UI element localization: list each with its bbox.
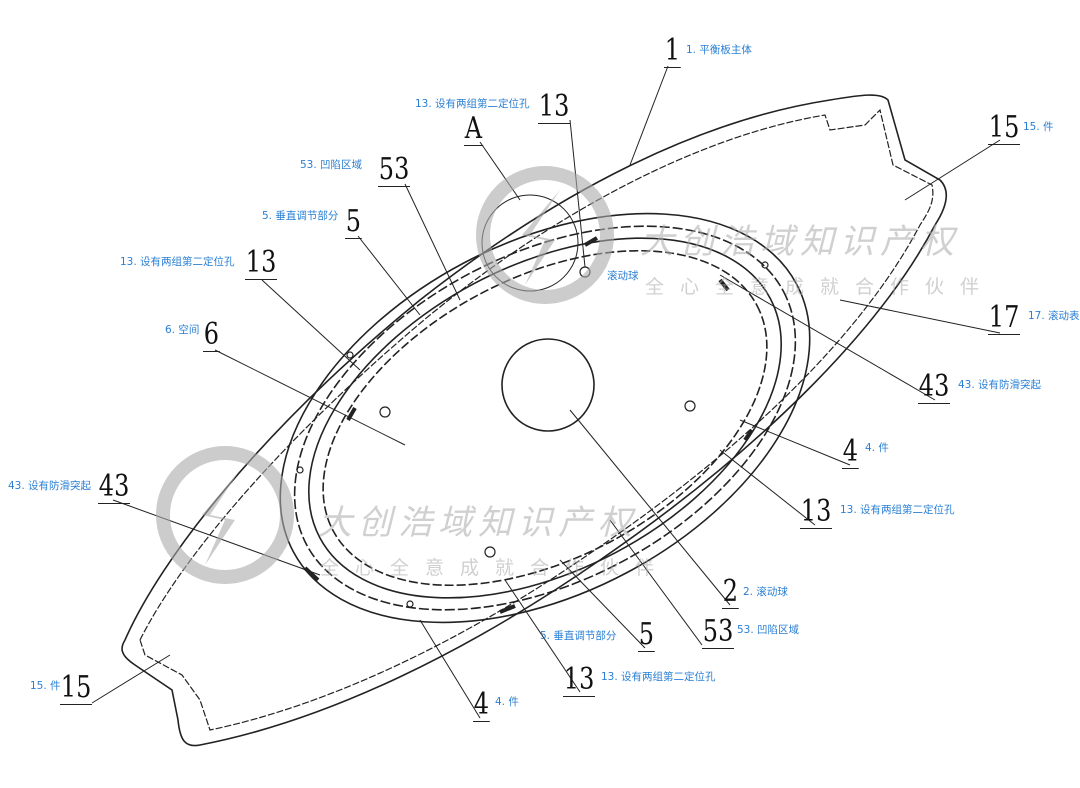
callout-label: 53. 凹陷区域 [300,159,363,171]
callout-label: 13. 设有两组第二定位孔 [415,98,530,110]
callout-label: 13. 设有两组第二定位孔 [601,671,716,683]
callout-label: 6. 空间 [165,324,200,336]
callout-letter-a: A [464,111,483,146]
callout-label: 1. 平衡板主体 [686,44,752,56]
callout-label: 5. 垂直调节部分 [540,630,617,642]
watermark-logo [156,166,614,584]
inner-ring [322,249,768,587]
ring-3 [308,237,782,599]
callout-number: 6 [203,317,220,352]
board-outer-outline [121,94,948,747]
callout-number: 13 [563,662,596,697]
callout-number: 4 [473,687,490,722]
rolling-ball [501,338,595,432]
callout-label: 43. 设有防滑突起 [8,480,92,492]
callout-label: 4. 件 [495,696,519,708]
callout-number: 13 [800,494,833,529]
callout-label: 4. 件 [865,442,889,454]
callout-label: 13. 设有两组第二定位孔 [120,256,235,268]
outer-ring [279,212,811,624]
callout-number: 5 [638,617,655,652]
callout-number: 17 [988,300,1021,335]
ring-2 [293,225,797,611]
callout-label: 2. 滚动球 [743,586,788,598]
callout-label: 17. 滚动表面 [1028,310,1080,322]
callout-number: 53 [378,152,411,187]
watermark-slogan: 全心全意成就合作伙伴 [645,276,996,298]
callout-label: 5. 垂直调节部分 [262,210,339,222]
callout-label: 15. 件 [30,680,61,692]
callout-number: 43 [98,469,131,504]
callout-label: 15. 件 [1023,121,1054,133]
callout-number: 43 [918,369,951,404]
watermark-title: 大创浩域知识产权 [318,503,638,543]
watermark-title: 大创浩域知识产权 [640,222,960,262]
watermark-slogan: 全心全意成就合作伙伴 [320,557,671,579]
callout-label: 滚动球 [607,270,639,282]
callout-number: 13 [538,89,571,124]
callout-number: 53 [702,614,735,649]
callout-number: 4 [842,434,859,469]
board-inner-outline [139,108,934,731]
callout-number: 13 [245,245,278,280]
callout-number: 1 [664,33,681,68]
callout-label: 43. 设有防滑突起 [958,379,1042,391]
callout-number: 5 [345,204,362,239]
callout-number: 15 [988,110,1021,145]
callout-number: 15 [60,670,93,705]
callout-label: 13. 设有两组第二定位孔 [840,504,955,516]
callout-number: 2 [722,574,739,609]
callout-label: 53. 凹陷区域 [737,624,800,636]
